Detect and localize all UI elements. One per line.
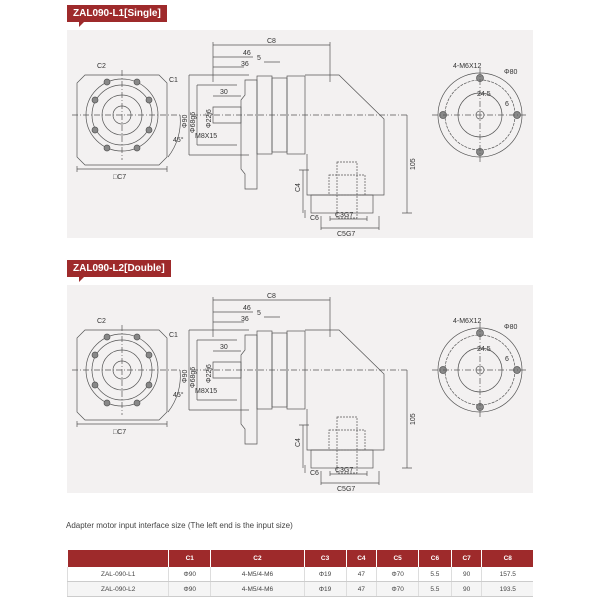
dim-phi80: Φ80: [504, 324, 517, 331]
value-cell: Φ90: [168, 581, 211, 597]
value-cell: 4-M5/4-M6: [210, 567, 305, 582]
dim-c7: □C7: [113, 174, 126, 181]
dim-phi90: Φ90: [182, 115, 189, 128]
dim-c4: C4: [295, 438, 302, 447]
dim-6: 6: [505, 101, 509, 108]
value-cell: 157.5: [481, 567, 533, 582]
dim-phi68: Φ68g6: [190, 367, 197, 388]
header-cell: C8: [481, 550, 533, 567]
rear-view: [432, 323, 528, 417]
value-cell: Φ19: [303, 567, 347, 582]
dim-m8: M8X15: [195, 133, 217, 140]
dim-c6: C6: [310, 215, 319, 222]
side-view: [188, 297, 412, 485]
rear-view: [432, 68, 528, 162]
dim-phi80: Φ80: [504, 69, 517, 76]
table-caption: Adapter motor input interface size (The …: [66, 521, 293, 530]
dim-c1: C1: [169, 332, 178, 339]
dim-6: 6: [505, 356, 509, 363]
dim-c6: C6: [310, 470, 319, 477]
dim-24-5: 24.5: [477, 91, 491, 98]
value-cell: 90: [450, 581, 482, 597]
value-cell: Φ70: [376, 567, 419, 582]
dim-c5: C5G7: [337, 231, 355, 238]
side-view: [188, 42, 412, 230]
value-cell: 47: [345, 567, 377, 582]
header-cell: C1: [168, 550, 211, 567]
dim-24-5: 24.5: [477, 346, 491, 353]
header-cell: C3: [303, 550, 347, 567]
dim-36: 36: [241, 61, 249, 68]
dim-phi22: Φ22j6: [206, 109, 213, 128]
technical-drawing: C2 C1 □C7 45° C8 46 5 36 30 Φ90 Φ68g6 Φ2…: [72, 38, 528, 238]
dim-c8: C8: [267, 38, 276, 45]
dim-105: 105: [410, 158, 417, 170]
dim-phi68: Φ68g6: [190, 112, 197, 133]
dim-105: 105: [410, 413, 417, 425]
model-cell: ZAL-090-L1: [66, 567, 169, 582]
table-header-row: C1 C2 C3 C4 C5 C6 C7 C8: [66, 550, 533, 567]
dim-c8: C8: [267, 293, 276, 300]
dim-30: 30: [220, 344, 228, 351]
dim-c5: C5G7: [337, 486, 355, 493]
dim-angle: 45°: [173, 136, 184, 144]
dim-46: 46: [243, 50, 251, 57]
dim-46: 46: [243, 305, 251, 312]
dim-5: 5: [257, 55, 261, 62]
model-cell: ZAL-090-L2: [66, 581, 169, 597]
value-cell: 4-M5/4-M6: [210, 581, 305, 597]
dim-c3: C3G7: [335, 467, 353, 474]
drawing-panel-double: C2 C1 □C7 45° C8 46 5 36 30 Φ90 Φ68g6 Φ2…: [67, 285, 533, 493]
dim-30: 30: [220, 89, 228, 96]
dim-angle: 45°: [173, 391, 184, 399]
value-cell: 193.5: [481, 581, 533, 597]
dim-c2: C2: [97, 63, 106, 70]
value-cell: 90: [450, 567, 482, 582]
dim-5: 5: [257, 310, 261, 317]
value-cell: 47: [345, 581, 377, 597]
header-cell: [66, 550, 169, 567]
value-cell: Φ70: [376, 581, 419, 597]
dim-c3: C3G7: [335, 212, 353, 219]
dim-c4: C4: [295, 183, 302, 192]
dim-c1: C1: [169, 77, 178, 84]
dim-m6: 4-M6X12: [453, 318, 482, 325]
front-view: [72, 325, 182, 427]
header-cell: C7: [450, 550, 482, 567]
dim-phi90: Φ90: [182, 370, 189, 383]
header-cell: C5: [376, 550, 419, 567]
dim-c7: □C7: [113, 429, 126, 436]
value-cell: 5.5: [418, 581, 452, 597]
model-tag-double: ZAL090-L2[Double]: [67, 260, 171, 282]
value-cell: Φ19: [303, 581, 347, 597]
dim-phi22: Φ22j6: [206, 364, 213, 383]
header-cell: C2: [210, 550, 305, 567]
drawing-panel-single: C2 C1 □C7 45° C8 46 5 36 30 Φ90 Φ68g6 Φ2…: [67, 30, 533, 238]
technical-drawing: C2 C1 □C7 45° C8 46 5 36 30 Φ90 Φ68g6 Φ2…: [72, 293, 528, 493]
dim-m6: 4-M6X12: [453, 63, 482, 70]
header-cell: C6: [418, 550, 452, 567]
dim-36: 36: [241, 316, 249, 323]
header-cell: C4: [345, 550, 377, 567]
model-tag-single: ZAL090-L1[Single]: [67, 5, 167, 27]
dim-m8: M8X15: [195, 388, 217, 395]
value-cell: 5.5: [418, 567, 452, 582]
front-view: [72, 70, 182, 172]
value-cell: Φ90: [168, 567, 211, 582]
dim-c2: C2: [97, 318, 106, 325]
